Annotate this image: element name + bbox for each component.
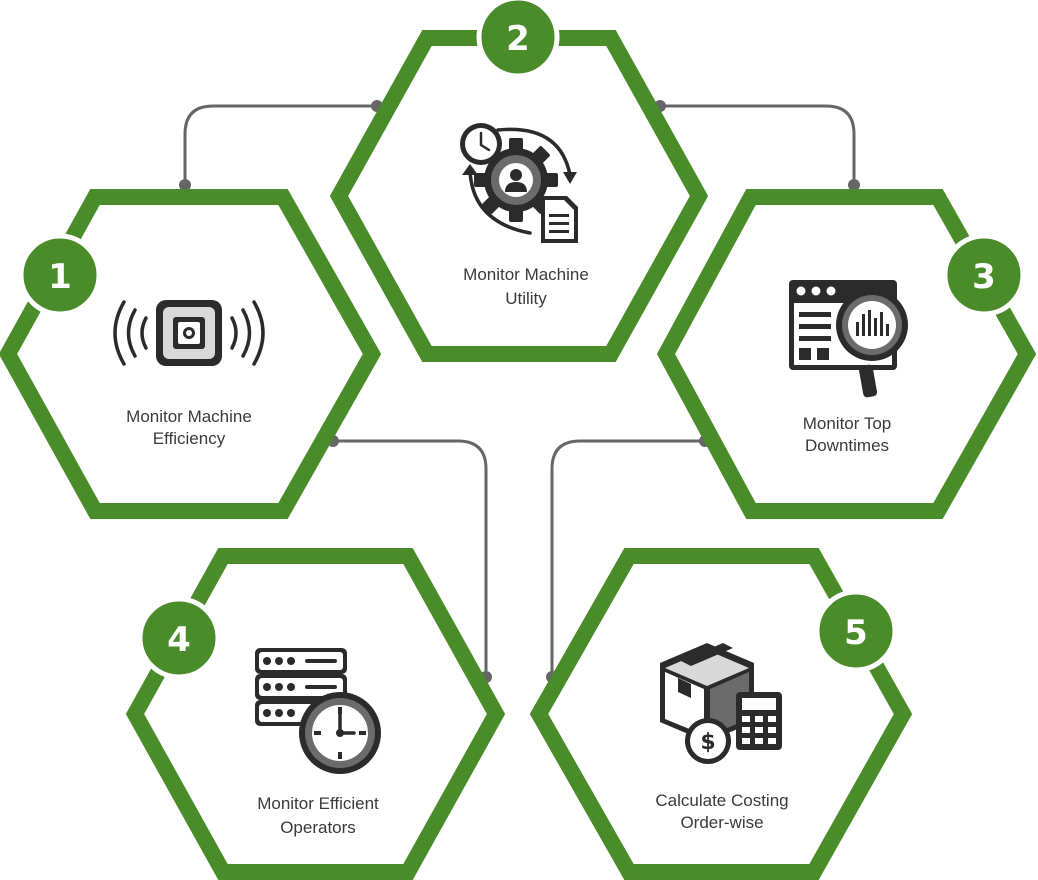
connector-1-2 <box>183 104 377 185</box>
connector-1-4 <box>333 439 488 677</box>
machine-sensor-icon <box>113 300 265 366</box>
step-1-label-line1: Monitor Machine <box>126 407 252 426</box>
step-2-number: 2 <box>506 19 530 59</box>
step-labels: Monitor Machine Efficiency Monitor Machi… <box>126 265 891 837</box>
server-clock-icon <box>255 648 381 774</box>
step-5-number: 5 <box>844 613 868 653</box>
step-5-label-line1: Calculate Costing <box>655 791 788 810</box>
svg-text:$: $ <box>700 730 715 755</box>
box-calculator-dollar-icon: $ <box>660 643 782 764</box>
step-3-badge: 3 <box>942 233 1026 317</box>
connector-dot <box>179 179 191 191</box>
step-1-label-line2: Efficiency <box>153 429 226 448</box>
step-4-badge: 4 <box>137 596 221 680</box>
step-5-label-line2: Order-wise <box>680 813 763 832</box>
connector-2-3 <box>660 104 856 185</box>
step-3-label-line2: Downtimes <box>805 436 889 455</box>
step-3-number: 3 <box>972 257 996 297</box>
step-badges: 1 2 3 4 5 <box>18 0 1026 680</box>
step-1-number: 1 <box>48 257 72 297</box>
step-4-number: 4 <box>167 620 191 660</box>
step-2-label-line1: Monitor Machine <box>463 265 589 284</box>
dashboard-magnifier-icon <box>789 280 908 398</box>
step-1-badge: 1 <box>18 233 102 317</box>
connector-dot <box>848 179 860 191</box>
connector-3-5 <box>550 439 705 677</box>
step-4-label-line1: Monitor Efficient <box>257 794 379 813</box>
step-5-badge: 5 <box>814 589 898 673</box>
gear-user-cycle-icon <box>460 123 578 243</box>
step-3-label-line1: Monitor Top <box>803 414 892 433</box>
step-4-label-line2: Operators <box>280 818 356 837</box>
step-2-label-line2: Utility <box>505 289 547 308</box>
step-2-badge: 2 <box>476 0 560 79</box>
